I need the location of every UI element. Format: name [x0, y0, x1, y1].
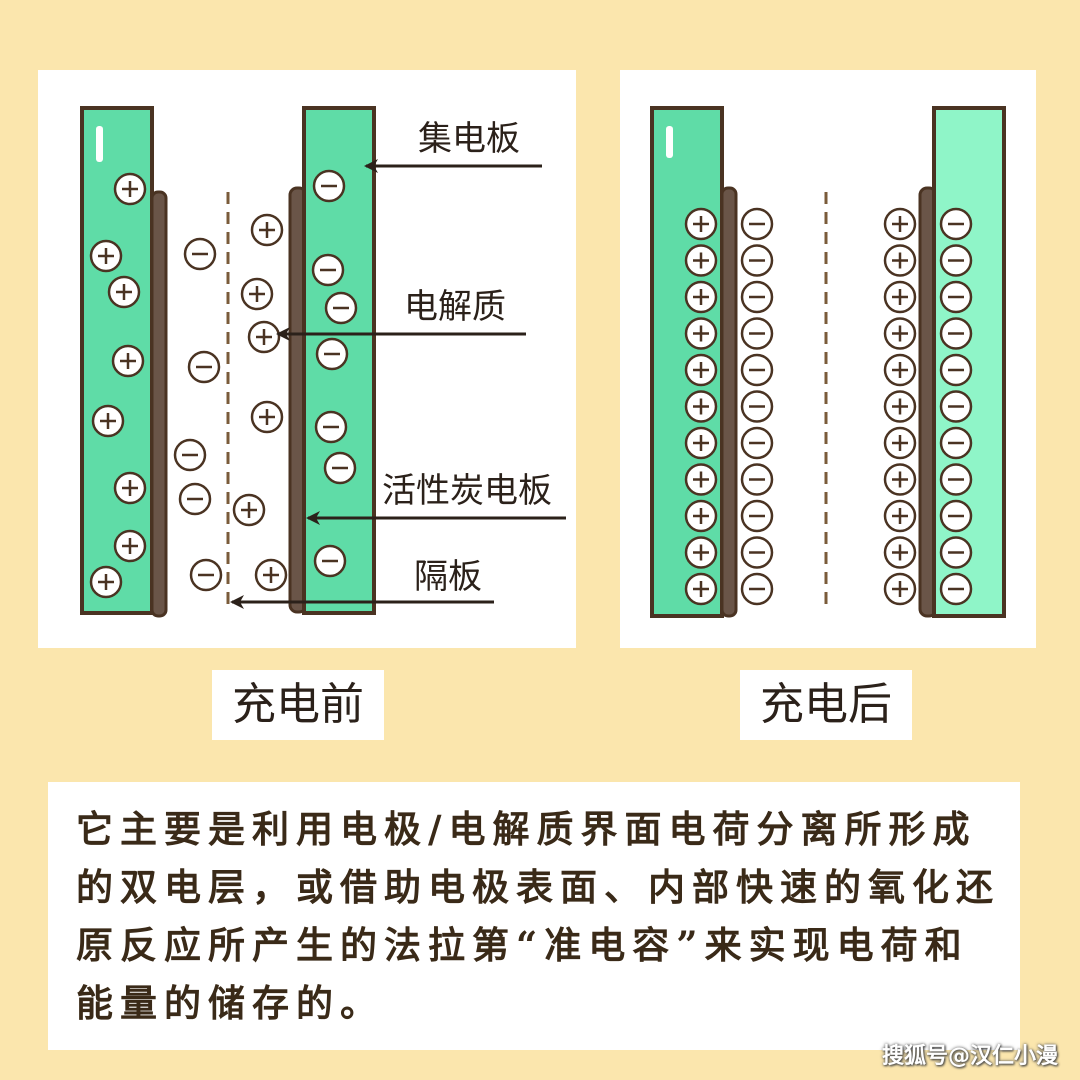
minus-ion-icon	[314, 410, 348, 444]
minus-ion-icon	[313, 544, 347, 578]
plus-ion-icon	[684, 280, 718, 314]
minus-ion-icon	[740, 280, 774, 314]
plus-ion-icon	[883, 280, 917, 314]
plus-ion-icon	[247, 320, 281, 354]
minus-ion-icon	[939, 207, 973, 241]
watermark: 搜狐号@汉仁小漫	[881, 1044, 1058, 1069]
label-separator: 隔板	[414, 557, 482, 597]
minus-ion-icon	[939, 317, 973, 350]
diagram-after-charging	[620, 70, 1036, 648]
before-svg: 集电板 电解质 活性炭电板 隔板	[80, 106, 566, 618]
plus-ion-icon	[107, 275, 141, 309]
minus-ion-icon	[740, 426, 774, 460]
caption-before-charging: 充电前	[212, 670, 384, 740]
minus-ion-icon	[740, 244, 774, 277]
plus-ion-icon	[883, 499, 917, 533]
plus-ion-icon	[684, 572, 718, 606]
plus-ion-icon	[883, 536, 917, 569]
minus-ion-icon	[740, 536, 774, 569]
label-activated-carbon: 活性炭电板	[382, 471, 552, 511]
minus-ion-icon	[315, 337, 349, 371]
plus-ion-icon	[240, 277, 274, 311]
label-electrolyte: 电解质	[404, 287, 506, 327]
plus-ion-icon	[250, 213, 284, 247]
plus-ion-icon	[111, 344, 145, 378]
minus-ion-icon	[939, 572, 973, 606]
minus-ion-icon	[939, 463, 973, 496]
minus-ion-icon	[939, 499, 973, 533]
plus-ion-icon	[684, 353, 718, 387]
minus-ion-icon	[187, 350, 221, 384]
minus-ion-icon	[740, 207, 774, 241]
plus-ion-icon	[684, 244, 718, 277]
plus-ion-icon	[883, 207, 917, 241]
plus-ion-icon	[113, 529, 147, 563]
minus-ion-icon	[311, 253, 345, 287]
plus-ion-icon	[684, 317, 718, 350]
plus-ion-icon	[89, 239, 123, 273]
plus-ion-icon	[232, 493, 266, 527]
description-box: 它主要是利用电极/电解质界面电荷分离所形成的双电层，或借助电极表面、内部快速的氧…	[48, 782, 1020, 1050]
plus-ion-icon	[883, 317, 917, 350]
plus-ion-icon	[91, 404, 125, 438]
plus-ion-icon	[684, 499, 718, 533]
diagram-before-charging: 集电板 电解质 活性炭电板 隔板	[38, 70, 576, 648]
plus-ion-icon	[883, 426, 917, 460]
minus-ion-icon	[312, 169, 346, 203]
left-activated-carbon-layer	[150, 190, 168, 618]
minus-ion-icon	[939, 280, 973, 314]
plus-ion-icon	[883, 463, 917, 496]
label-collector: 集电板	[418, 119, 520, 159]
plus-ion-icon	[254, 558, 288, 592]
minus-ion-icon	[939, 353, 973, 387]
left-plate-highlight	[96, 126, 103, 162]
plus-ion-icon	[684, 463, 718, 496]
minus-ion-icon	[324, 291, 358, 325]
minus-ion-icon	[173, 438, 207, 472]
minus-ion-icon	[189, 558, 223, 592]
minus-ion-icon	[740, 317, 774, 350]
plus-ion-icon	[113, 471, 147, 505]
minus-ion-icon	[323, 451, 357, 485]
minus-ion-icon	[740, 572, 774, 606]
minus-ion-icon	[740, 390, 774, 423]
minus-ion-icon	[740, 463, 774, 496]
plus-ion-icon	[883, 244, 917, 277]
minus-ion-icon	[183, 237, 217, 271]
plus-ion-icon	[250, 400, 284, 434]
plus-ion-icon	[684, 207, 718, 241]
plus-ion-icon	[684, 426, 718, 460]
minus-ion-icon	[740, 499, 774, 533]
plus-ion-icon	[684, 536, 718, 569]
minus-ion-icon	[178, 482, 212, 516]
plus-ion-icon	[883, 572, 917, 606]
plus-ion-icon	[883, 390, 917, 423]
description-text: 它主要是利用电极/电解质界面电荷分离所形成的双电层，或借助电极表面、内部快速的氧…	[76, 807, 1000, 1025]
left-activated-carbon-layer	[720, 186, 738, 618]
left-plate-highlight	[666, 126, 673, 158]
plus-ion-icon	[684, 390, 718, 423]
after-svg	[650, 106, 1006, 618]
plus-ion-icon	[883, 353, 917, 387]
minus-ion-icon	[740, 353, 774, 387]
minus-ion-icon	[939, 426, 973, 460]
minus-ion-icon	[939, 390, 973, 423]
plus-ion-icon	[113, 172, 147, 206]
minus-ion-icon	[939, 536, 973, 569]
plus-ion-icon	[89, 565, 123, 599]
caption-after-charging: 充电后	[740, 670, 912, 740]
minus-ion-icon	[939, 244, 973, 277]
